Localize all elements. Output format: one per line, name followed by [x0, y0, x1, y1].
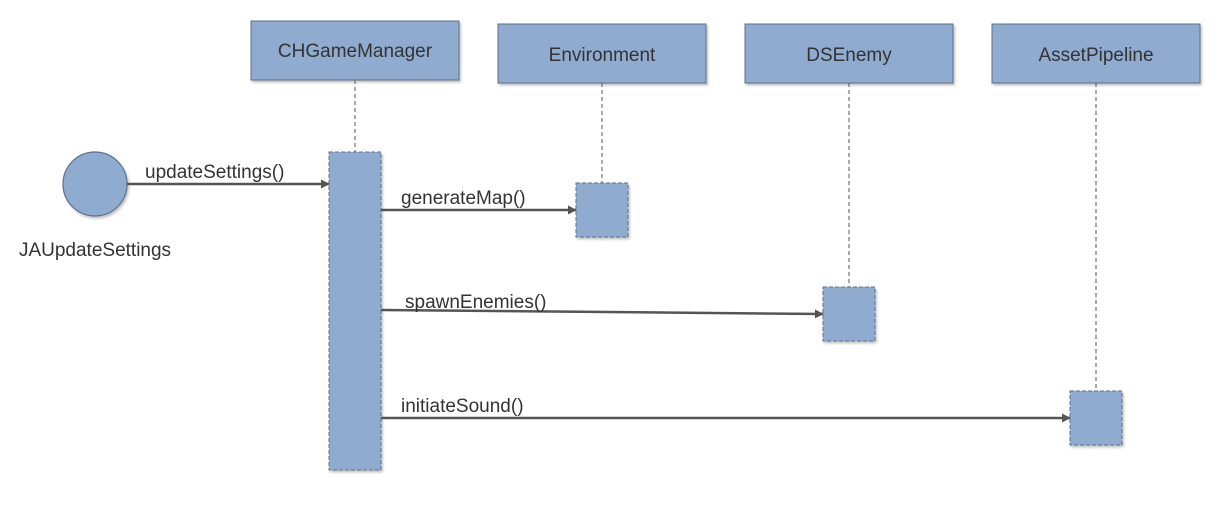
- message-initiatesound[interactable]: initiateSound(): [381, 396, 1071, 423]
- lifeline-head-chgamemanager[interactable]: CHGameManager: [250, 20, 460, 81]
- actor-label: JAUpdateSettings: [19, 240, 171, 261]
- message-spawnenemies[interactable]: spawnEnemies(): [380, 292, 824, 319]
- lifeline-label-dsenemy: DSEnemy: [806, 45, 892, 66]
- actor-circle-icon: [62, 151, 128, 217]
- message-label: spawnEnemies(): [405, 292, 547, 313]
- lifeline-label-chgamemanager: CHGameManager: [278, 41, 433, 62]
- activation-dsenemy: [822, 286, 876, 342]
- message-label: updateSettings(): [145, 162, 284, 183]
- activation-assetpipeline: [1069, 390, 1123, 446]
- message-label: generateMap(): [401, 188, 526, 209]
- message-arrow: [380, 308, 824, 319]
- lifeline-head-environment[interactable]: Environment: [497, 23, 707, 84]
- lifeline-head-assetpipeline[interactable]: AssetPipeline: [991, 23, 1201, 84]
- lifeline-label-assetpipeline: AssetPipeline: [1038, 45, 1153, 66]
- message-label: initiateSound(): [401, 396, 524, 417]
- message-updatesettings[interactable]: updateSettings(): [127, 162, 330, 189]
- activation-environment: [575, 182, 629, 238]
- message-generatemap[interactable]: generateMap(): [381, 188, 577, 215]
- actor-jaupdatesettings[interactable]: JAUpdateSettings: [19, 151, 171, 261]
- lifeline-head-dsenemy[interactable]: DSEnemy: [744, 23, 954, 84]
- activation-chgamemanager: [328, 151, 382, 471]
- lifeline-label-environment: Environment: [549, 45, 656, 66]
